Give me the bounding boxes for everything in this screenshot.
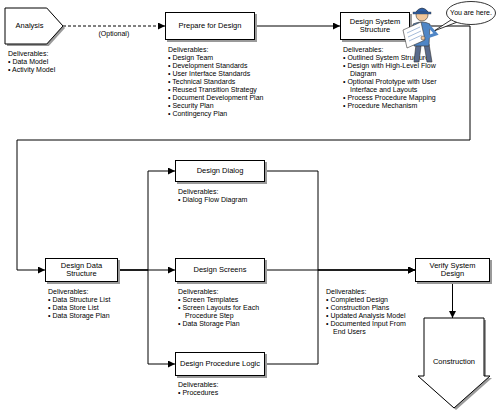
box-title: Design Dialog: [194, 167, 247, 176]
deliverable-item: • Screen Layouts for Each Procedure Step: [178, 304, 290, 320]
head: [416, 9, 428, 21]
deliverable-item: • User Interface Standards: [168, 70, 288, 78]
shape-outline: [418, 318, 490, 408]
box-outline: Construction: [418, 318, 490, 408]
box-outline: You are here.: [446, 1, 496, 25]
box-outline: Analysis: [5, 8, 63, 44]
speech-bubble: You are here.: [446, 1, 496, 25]
bubble-outline: [447, 2, 496, 25]
deliverable-item: • Data Storage Plan: [178, 320, 290, 328]
deliverable-item: • Process Procedure Mapping: [343, 94, 461, 102]
deliverable-item: • Design Team: [168, 54, 288, 62]
deliverable-item: • Activity Model: [8, 66, 103, 74]
flow-connector: [452, 282, 453, 318]
deliverable-item: • Procedure Mechanism: [343, 102, 461, 110]
deliverable-item: • Data Store List: [48, 304, 143, 312]
deliverable-item: • Security Plan: [168, 102, 288, 110]
deliverable-item: • Data Model: [8, 58, 103, 66]
end-arrow: Construction: [418, 318, 490, 408]
deliverables-list: Deliverables:• Outlined System Structure…: [343, 46, 461, 110]
deliverables-list: Deliverables:• Design Team• Development …: [168, 46, 288, 118]
shape-outline: [5, 8, 63, 44]
deliverables-heading: Deliverables:: [326, 288, 414, 296]
deliverable-item: • Development Standards: [168, 62, 288, 70]
hand: [421, 36, 425, 40]
deliverable-item: • Outlined System Structure: [343, 54, 461, 62]
connector-group: [17, 26, 470, 364]
deliverable-item: • Procedures: [178, 389, 278, 397]
deliverables-heading: Deliverables:: [48, 288, 143, 296]
process-box: Prepare for DesignDeliverables:• Design …: [165, 12, 255, 40]
deliverable-item: • Design with High-Level Flow Diagram: [343, 62, 461, 78]
leg: [414, 44, 421, 62]
box-outline: Design Screens: [175, 258, 265, 282]
leg: [424, 44, 432, 62]
deliverables-heading: Deliverables:: [343, 46, 461, 54]
deliverables-list: Deliverables:• Procedures: [178, 381, 278, 397]
process-box: Design System StructureDeliverables:• Ou…: [340, 12, 410, 40]
process-box: Design ScreensDeliverables:• Screen Temp…: [175, 258, 265, 282]
designer-illustration: [402, 0, 446, 64]
box-title: You are here.: [447, 9, 495, 17]
hat-brim: [413, 12, 431, 14]
box-outline: Verify System Design: [415, 258, 490, 282]
deliverable-item: • Data Structure List: [48, 296, 143, 304]
start-chevron: AnalysisDeliverables:• Data Model• Activ…: [5, 8, 63, 44]
box-outline: Design Dialog: [175, 160, 265, 182]
deliverable-item: • Contingency Plan: [168, 110, 288, 118]
deliverables-list: Deliverables:• Screen Templates• Screen …: [178, 288, 290, 328]
blueprint-lines: [407, 27, 422, 41]
flow-connector: [118, 171, 175, 270]
flow-connector: [255, 26, 340, 27]
flow-connector: [118, 270, 175, 364]
deliverable-item: • Documented Input From End Users: [326, 320, 414, 336]
blueprint-sheet: [403, 22, 425, 48]
box-outline: Design Data Structure: [45, 258, 118, 282]
deliverables-heading: Deliverables:: [168, 46, 288, 54]
box-title: Prepare for Design: [176, 22, 245, 31]
process-box: Design Procedure LogicDeliverables:• Pro…: [175, 352, 265, 376]
deliverables-heading: Deliverables:: [178, 381, 278, 389]
box-title: Construction: [430, 358, 478, 367]
deliverable-item: • Technical Standards: [168, 78, 288, 86]
process-box: Design Data StructureDeliverables:• Data…: [45, 258, 118, 282]
box-title: Analysis: [13, 22, 56, 31]
deliverable-item: • Dialog Flow Diagram: [178, 196, 288, 204]
flow-connector: [265, 270, 415, 364]
deliverable-item: • Completed Design: [326, 296, 414, 304]
deliverables-heading: Deliverables:: [8, 50, 103, 58]
deliverables-heading: Deliverables:: [178, 288, 290, 296]
deliverables-heading: Deliverables:: [178, 188, 288, 196]
deliverable-item: • Document Development Plan: [168, 94, 288, 102]
box-title: Design Screens: [191, 266, 250, 275]
deliverable-item: • Screen Templates: [178, 296, 290, 304]
process-box: Design DialogDeliverables:• Dialog Flow …: [175, 160, 265, 182]
box-outline: Design System Structure: [340, 12, 410, 40]
flow-connector: [265, 171, 415, 270]
deliverable-item: • Updated Analysis Model: [326, 312, 414, 320]
box-title: Design Procedure Logic: [177, 360, 263, 369]
arm: [424, 26, 436, 38]
box-outline: Prepare for Design: [165, 12, 255, 40]
box-outline: Design Procedure Logic: [175, 352, 265, 376]
box-title: Design Data Structure: [46, 262, 117, 279]
box-title: Design System Structure: [341, 18, 409, 35]
deliverables-list: Deliverables:• Data Structure List• Data…: [48, 288, 143, 320]
deliverable-item: • Optional Prototype with User Interface…: [343, 78, 461, 94]
deliverables-list: Deliverables:• Data Model• Activity Mode…: [8, 50, 103, 74]
deliverables-list: Deliverables:• Dialog Flow Diagram: [178, 188, 288, 204]
flow-connector: [17, 26, 470, 270]
deliverables-list: Deliverables:• Completed Design• Constru…: [326, 288, 414, 336]
box-title: Verify System Design: [416, 262, 489, 279]
process-box: Verify System DesignDeliverables:• Compl…: [415, 258, 490, 282]
deliverable-item: • Reused Transition Strategy: [168, 86, 288, 94]
flow-connector: [63, 26, 165, 27]
deliverable-item: • Construction Plans: [326, 304, 414, 312]
deliverable-item: • Data Storage Plan: [48, 312, 143, 320]
connector-label: (Optional): [99, 30, 130, 38]
